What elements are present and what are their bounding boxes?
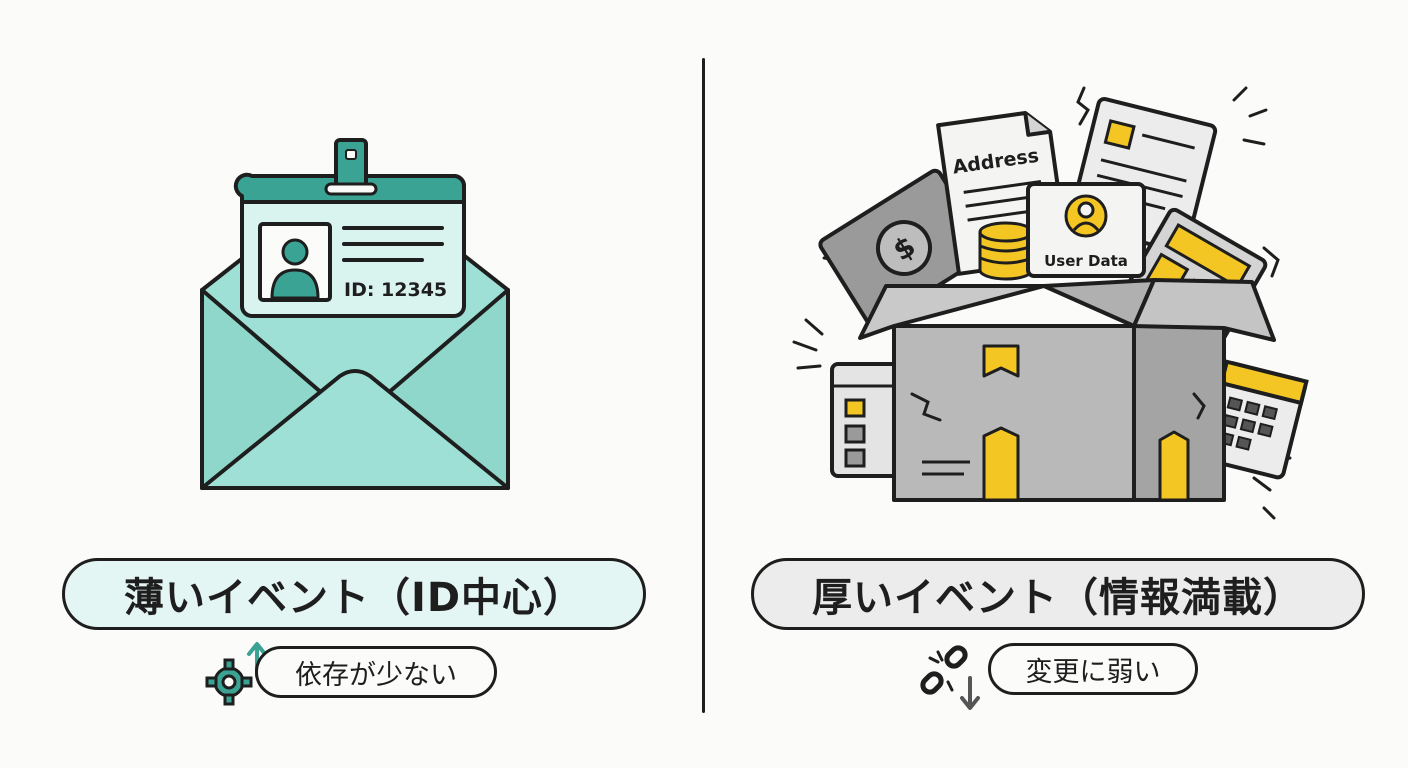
overflowing-box-icon: $ Address <box>792 86 1309 520</box>
thin-event-subtitle: 依存が少ない <box>255 646 497 698</box>
user-data-label: User Data <box>1044 252 1128 270</box>
window-card <box>830 362 910 478</box>
thin-event-panel: ID: 12345 薄いイベント（ID中心） 依存が少ない <box>62 138 646 706</box>
user-avatar-icon <box>270 238 320 300</box>
thick-event-subtitle: 変更に弱い <box>988 643 1198 695</box>
coin-stack-icon <box>978 221 1034 281</box>
id-number: ID: 12345 <box>344 279 447 301</box>
broken-chain-arrow-down-icon <box>920 645 980 710</box>
user-data-card: User Data <box>1026 182 1146 278</box>
money-bill-icon: $ <box>818 168 990 328</box>
thick-event-title: 厚いイベント（情報満載） <box>751 558 1365 630</box>
id-card: ID: 12345 <box>233 138 466 318</box>
thick-event-panel: $ Address <box>704 0 1408 768</box>
center-divider <box>702 58 705 713</box>
envelope-id-card-icon: ID: 12345 <box>200 138 510 490</box>
thin-event-title: 薄いイベント（ID中心） <box>62 558 646 630</box>
